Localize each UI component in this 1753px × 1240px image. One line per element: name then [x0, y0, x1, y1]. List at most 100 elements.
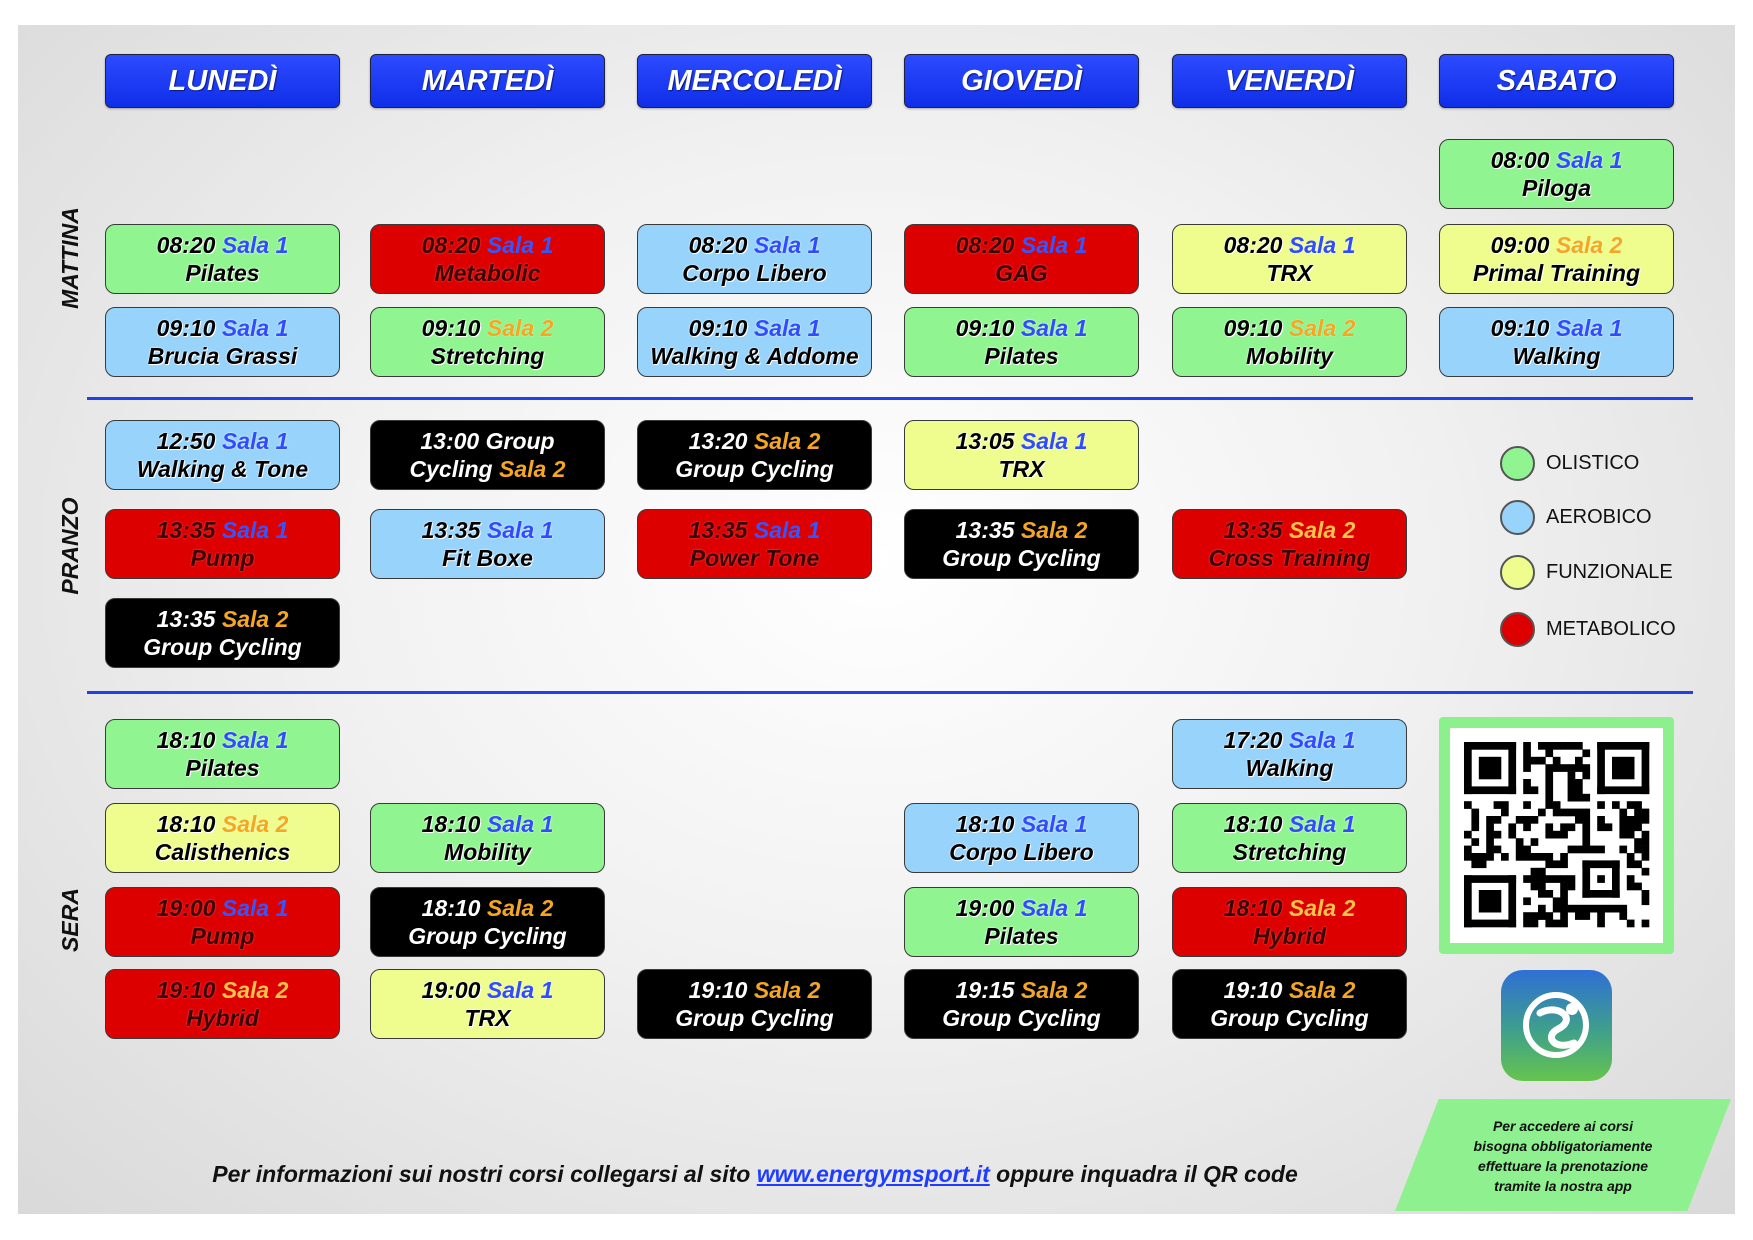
class-name-line: Stretching	[1173, 838, 1406, 866]
class-room: Sala 1	[221, 232, 289, 258]
class-room: Sala 1	[1288, 811, 1356, 837]
class-name-line: Walking	[1173, 754, 1406, 782]
class-time-line: 12:50 Sala 1	[106, 427, 339, 455]
class-time-line: 19:10 Sala 2	[106, 976, 339, 1004]
class-time-line: 13:00 Group	[371, 427, 604, 455]
class-time-line: 18:10 Sala 1	[905, 810, 1138, 838]
class-time: 19:15	[955, 977, 1015, 1003]
class-time: 18:10	[421, 895, 481, 921]
class-name: Group Cycling	[143, 634, 302, 660]
note-line: Per accedere ai corsi	[1492, 1118, 1634, 1134]
class-time-line: 13:35 Sala 2	[106, 605, 339, 633]
day-header-giovedi: GIOVEDÌ	[904, 54, 1139, 108]
class-room: Sala 1	[221, 517, 289, 543]
class-time: 13:05	[955, 428, 1015, 454]
class-name: Hybrid	[186, 1005, 259, 1031]
qr-code-graphic	[1464, 742, 1650, 928]
class-name-line: Group Cycling	[638, 455, 871, 483]
class-name: Stretching	[430, 343, 545, 369]
section-divider	[87, 397, 1693, 400]
class-name-line: Group Cycling	[106, 633, 339, 661]
class-name-line: Group Cycling	[1173, 1004, 1406, 1032]
class-name-line: TRX	[1173, 259, 1406, 287]
class-name: Metabolic	[434, 260, 541, 286]
class-name: Mobility	[1246, 343, 1333, 369]
class-name-line: Piloga	[1440, 174, 1673, 202]
class-room: Sala 2	[753, 977, 821, 1003]
class-time: 17:20	[1223, 727, 1283, 753]
day-header-sabato: SABATO	[1439, 54, 1674, 108]
class-time: 08:20	[955, 232, 1015, 258]
class-room: Sala 1	[221, 895, 289, 921]
class-time: 08:20	[688, 232, 748, 258]
website-link[interactable]: www.energymsport.it	[756, 1161, 990, 1187]
class-room: Sala 2	[221, 977, 289, 1003]
class-time: 13:20	[688, 428, 748, 454]
footer-text-before: Per informazioni sui nostri corsi colleg…	[212, 1161, 757, 1187]
class-name: Power Tone	[689, 545, 820, 571]
class-name-line: TRX	[371, 1004, 604, 1032]
class-time-line: 13:20 Sala 2	[638, 427, 871, 455]
class-room: Sala 1	[1555, 147, 1623, 173]
class-room: Sala 1	[1020, 811, 1088, 837]
class-time: 18:10	[1223, 811, 1283, 837]
class-time-line: 13:35 Sala 1	[638, 516, 871, 544]
class-room: Sala 2	[1288, 315, 1356, 341]
class-name-line: Fit Boxe	[371, 544, 604, 572]
class-name-line: Mobility	[371, 838, 604, 866]
class-time: 13:35	[1223, 517, 1283, 543]
legend-swatch	[1500, 555, 1535, 590]
class-time-line: 17:20 Sala 1	[1173, 726, 1406, 754]
class-room: Sala 1	[486, 811, 554, 837]
class-name: Group Cycling	[675, 1005, 834, 1031]
class-name: Walking	[1512, 343, 1601, 369]
class-time: 19:10	[156, 977, 216, 1003]
class-room: Sala 1	[1020, 428, 1088, 454]
class-time-line: 13:05 Sala 1	[905, 427, 1138, 455]
class-room: Sala 1	[1020, 315, 1088, 341]
class-room: Sala 1	[753, 315, 821, 341]
footer-text-after: oppure inquadra il QR code	[989, 1161, 1298, 1187]
class-name-line: Hybrid	[1173, 922, 1406, 950]
class-name: Pilates	[984, 343, 1059, 369]
class-time: 18:10	[1223, 895, 1283, 921]
class-name: Pump	[190, 545, 255, 571]
class-name-line: Pilates	[106, 259, 339, 287]
class-name-line: Group Cycling	[638, 1004, 871, 1032]
class-time: 12:50	[156, 428, 216, 454]
class-name-line: TRX	[905, 455, 1138, 483]
class-room: Sala 2	[221, 606, 289, 632]
class-time: 09:10	[1223, 315, 1283, 341]
class-name: Calisthenics	[154, 839, 291, 865]
class-time: 13:35	[955, 517, 1015, 543]
section-label-pranzo: PRANZO	[57, 497, 83, 595]
class-time: 13:35	[156, 606, 216, 632]
class-time: 09:10	[688, 315, 748, 341]
day-header-martedi: MARTEDÌ	[370, 54, 605, 108]
class-name: GAG	[995, 260, 1048, 286]
qr-code-frame	[1439, 717, 1674, 954]
class-time: 18:10	[156, 811, 216, 837]
class-time-line: 08:20 Sala 1	[371, 231, 604, 259]
class-name: TRX	[998, 456, 1045, 482]
class-time-line: 19:00 Sala 1	[371, 976, 604, 1004]
class-name: Group Cycling	[675, 456, 834, 482]
class-name-line: Hybrid	[106, 1004, 339, 1032]
class-name: Walking & Tone	[136, 456, 309, 482]
day-header-venerdi: VENERDÌ	[1172, 54, 1407, 108]
class-time: 19:00	[156, 895, 216, 921]
class-name-line: Mobility	[1173, 342, 1406, 370]
class-name: Stretching	[1232, 839, 1347, 865]
legend-label: METABOLICO	[1546, 618, 1676, 640]
